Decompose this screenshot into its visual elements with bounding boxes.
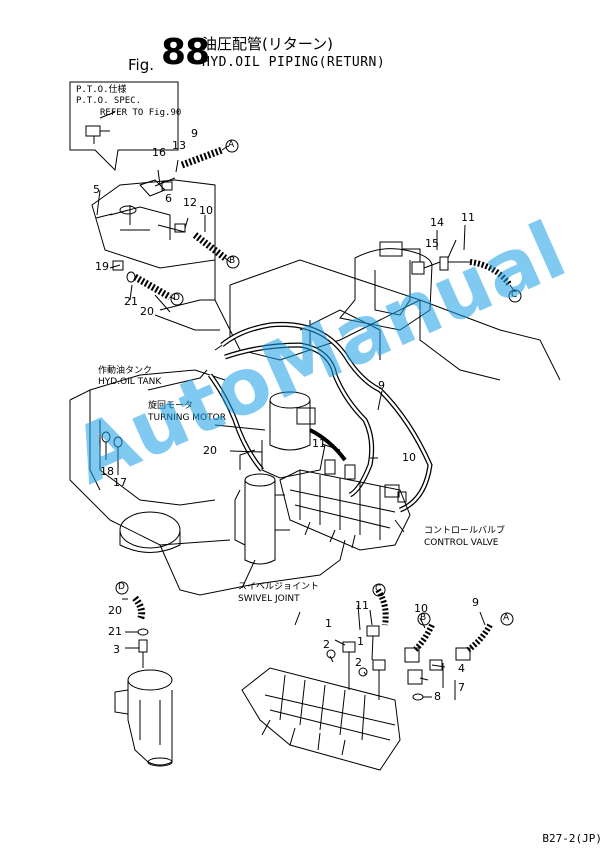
callout-21-lower: 21	[108, 625, 122, 638]
figure-number: 88	[161, 32, 210, 73]
label-control-valve-jp: コントロールバルブ	[424, 526, 506, 536]
upper-right-assembly-drawing	[339, 224, 516, 331]
callout-15: 15	[425, 237, 439, 250]
callout-20-main: 20	[203, 444, 217, 457]
callout-11-top: 11	[461, 211, 475, 224]
label-turning-motor-en: TURNING MOTOR	[148, 413, 226, 423]
callout-8: 8	[434, 690, 441, 703]
hose-9-top	[180, 146, 224, 169]
hose-9-main-inner	[221, 323, 432, 512]
hose-10-top	[192, 232, 228, 261]
pto-fitting-drawing	[85, 111, 116, 144]
pto-spec-en: P.T.O. SPEC.	[76, 96, 142, 106]
circle-c-top: C	[511, 290, 518, 300]
callout-3: 3	[113, 643, 120, 656]
pto-inset-box	[69, 81, 179, 172]
hose-11-main	[309, 428, 347, 462]
control-valve-drawing	[279, 459, 411, 551]
circle-d-lower: D	[118, 582, 125, 592]
circle-c-lower: C	[375, 584, 382, 594]
lower-frame-drawing	[159, 539, 346, 596]
hose-10-main-inner	[224, 343, 373, 497]
callout-10-lower: 10	[414, 602, 428, 615]
leaders-top-left	[96, 145, 231, 313]
callout-5: 5	[93, 183, 100, 196]
reference-circles	[115, 139, 522, 626]
swivel-detail-drawing	[114, 595, 173, 767]
label-swivel-joint-en: SWIVEL JOINT	[238, 594, 300, 604]
page-code: B27-2(JP)	[542, 832, 602, 845]
hyd-oil-tank-drawing	[69, 260, 421, 553]
label-hyd-oil-tank-en: HYD.OIL TANK	[98, 377, 162, 387]
swivel-joint-drawing	[234, 473, 290, 565]
fitting-19	[112, 260, 124, 271]
circle-d-top: D	[173, 293, 180, 303]
callout-18: 18	[100, 465, 114, 478]
label-swivel-joint-jp: スイベルジョイント	[238, 582, 320, 592]
callout-10-top: 10	[199, 204, 213, 217]
callout-1-b: 1	[357, 635, 364, 648]
hose-20-top	[133, 273, 172, 301]
hose-20-main-inner	[208, 374, 263, 471]
callout-11-lower: 11	[355, 599, 369, 612]
circle-b-top: B	[229, 256, 236, 266]
callout-16: 16	[152, 146, 166, 159]
circle-a-top: A	[228, 140, 235, 150]
callout-1-a: 1	[325, 617, 332, 630]
callout-7: 7	[458, 681, 465, 694]
callout-9-main: 9	[378, 379, 385, 392]
callout-14: 14	[430, 216, 444, 229]
tank-top-assembly-drawing	[91, 177, 216, 269]
circle-b-lower: B	[420, 613, 427, 623]
callout-4: 4	[458, 662, 465, 675]
circle-a-lower: A	[503, 613, 510, 623]
callout-20-lower: 20	[108, 604, 122, 617]
callout-9-lower: 9	[472, 596, 479, 609]
pto-spec-jp: P.T.O.仕様	[76, 85, 127, 95]
callout-10-main: 10	[402, 451, 416, 464]
figure-prefix: Fig.	[128, 56, 154, 74]
callout-20-top: 20	[140, 305, 154, 318]
figure-title-en: HYD.OIL PIPING(RETURN)	[202, 55, 386, 70]
leaders-main	[147, 369, 405, 589]
callout-6: 6	[165, 192, 172, 205]
turning-motor-drawing	[239, 391, 326, 479]
callout-2-b: 2	[355, 656, 362, 669]
callout-12: 12	[183, 196, 197, 209]
callout-19: 19	[95, 260, 109, 273]
label-control-valve-en: CONTROL VALVE	[424, 538, 499, 548]
valve-detail-drawing	[241, 588, 493, 771]
callout-2-a: 2	[323, 638, 330, 651]
upper-frame-drawing	[229, 259, 561, 381]
clamp-21	[126, 271, 136, 283]
callout-21-top: 21	[124, 295, 138, 308]
callout-11-main: 11	[312, 437, 326, 450]
callout-13: 13	[172, 139, 186, 152]
label-turning-motor-jp: 旋回モータ	[148, 401, 194, 411]
figure-title-jp: 油圧配管(リターン)	[202, 35, 333, 53]
refer-to-fig: REFER TO Fig.90	[100, 108, 182, 118]
label-hyd-oil-tank-jp: 作動油タンク	[98, 366, 153, 376]
callout-9-top: 9	[191, 127, 198, 140]
callout-17: 17	[113, 476, 127, 489]
